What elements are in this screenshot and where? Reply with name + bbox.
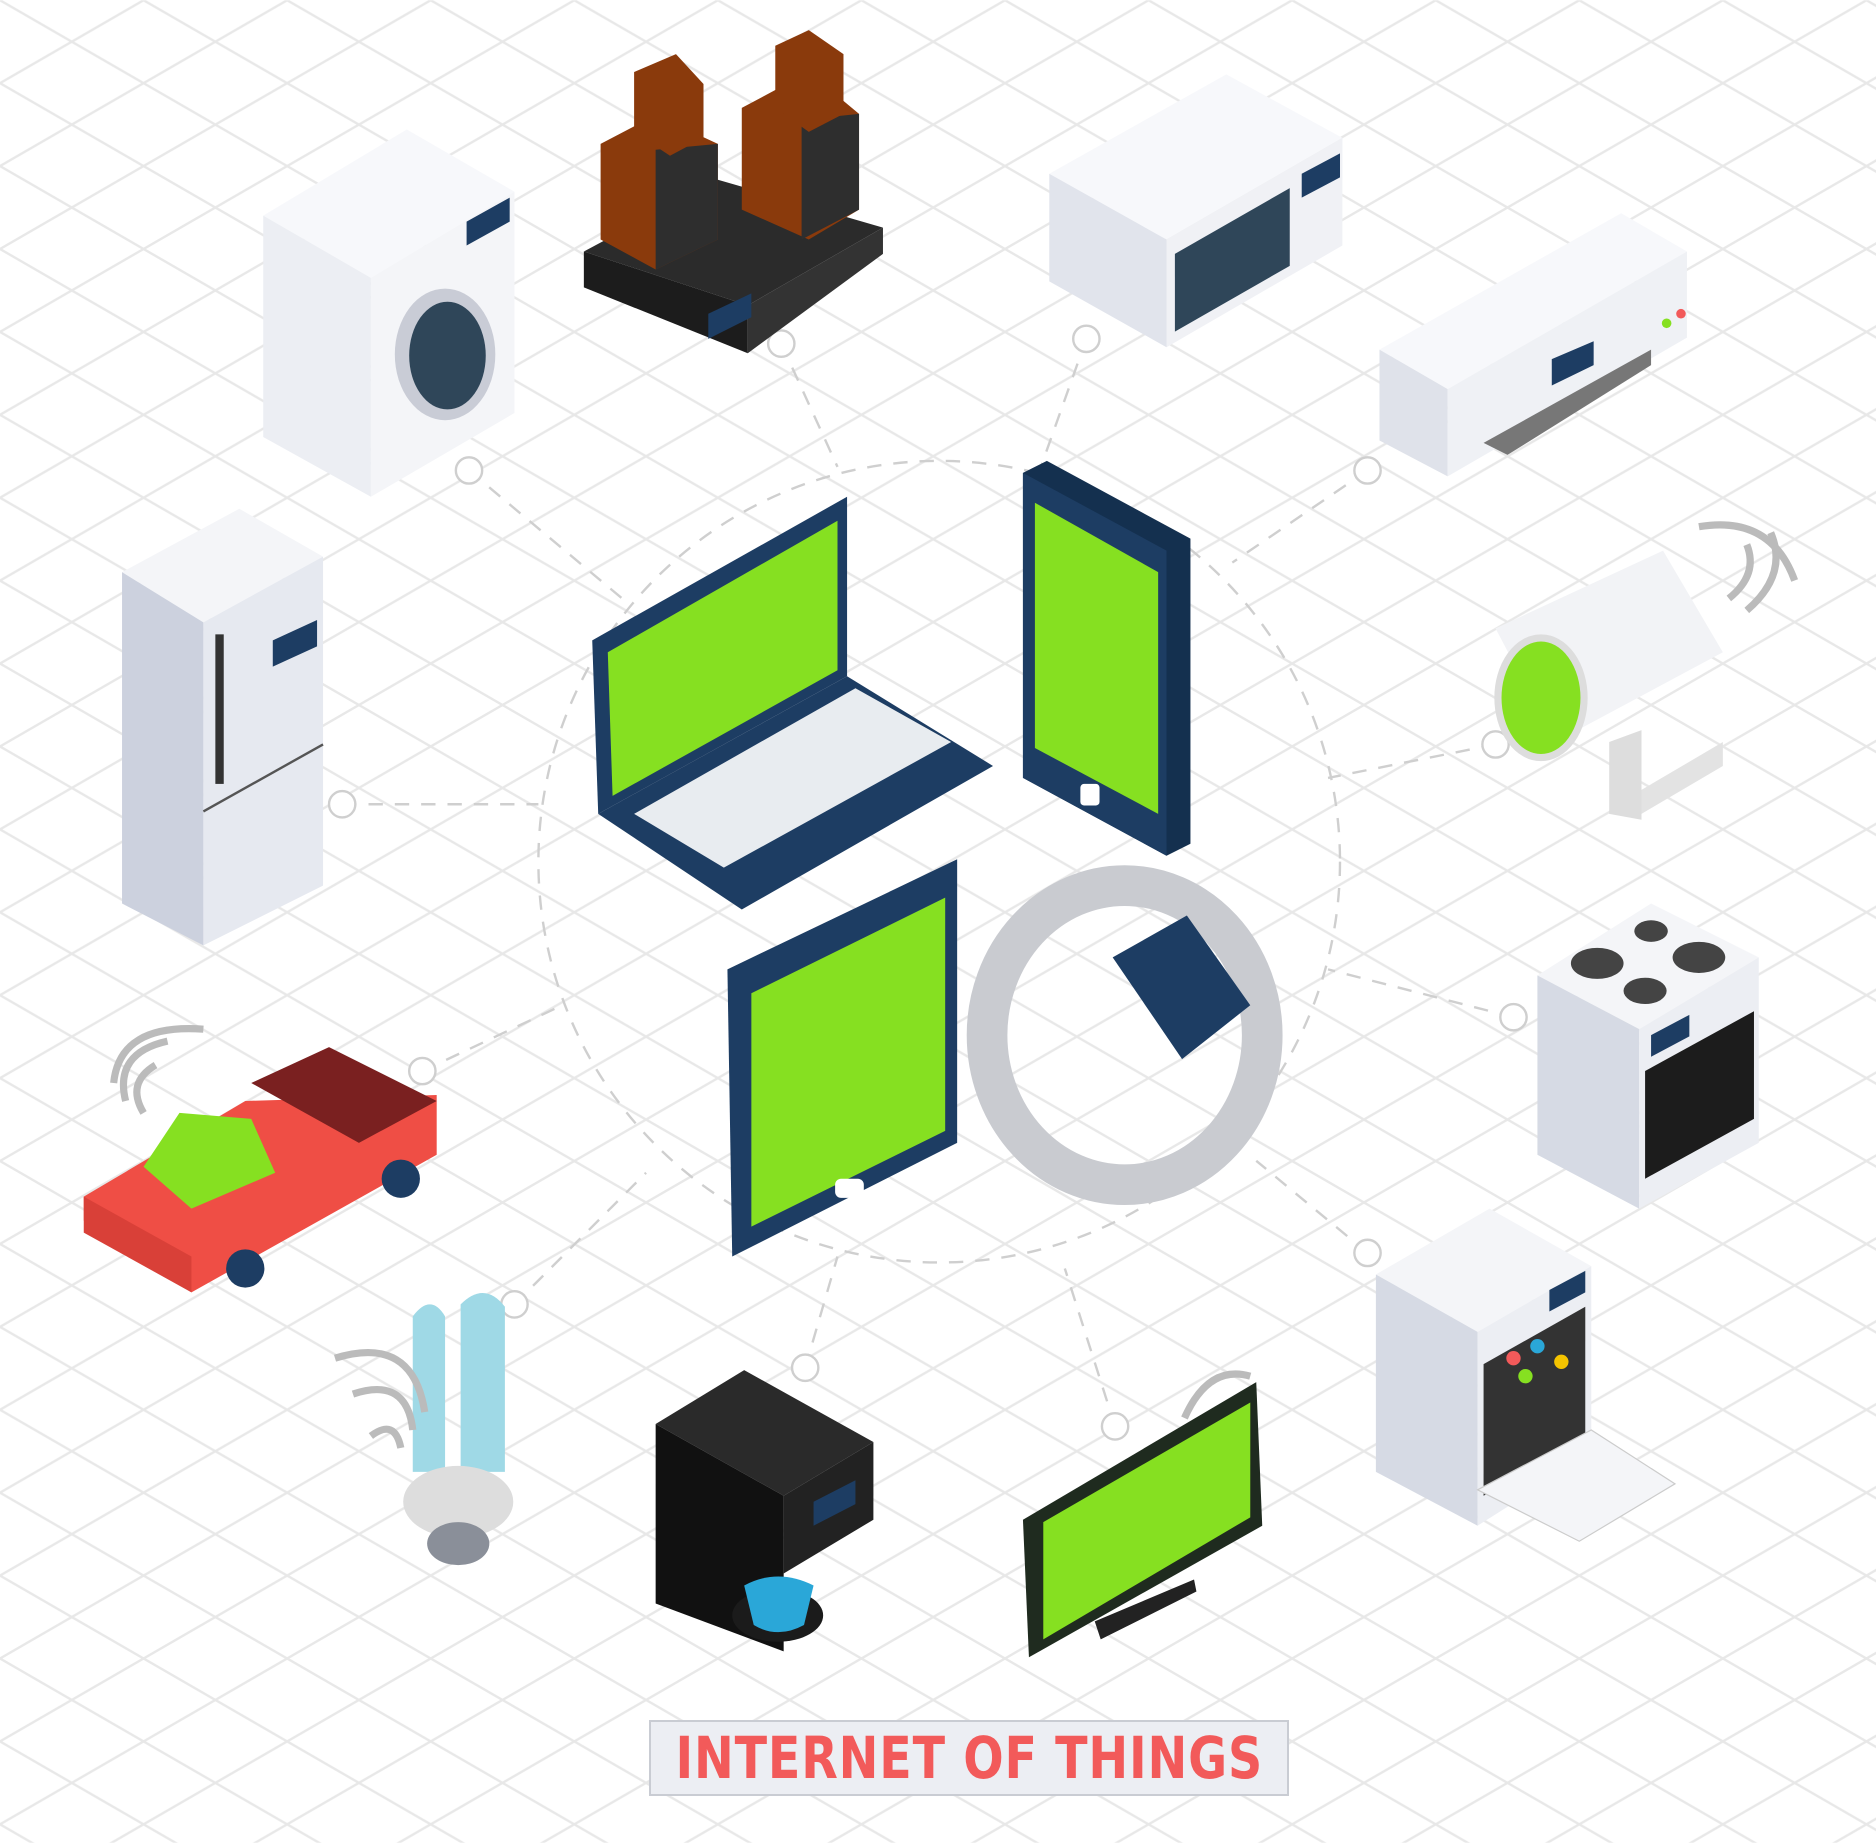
wifi-signal-icon <box>333 1349 429 1449</box>
smartphone-icon <box>1022 460 1191 856</box>
wifi-signal-icon <box>1698 521 1799 614</box>
microwave-icon <box>1049 74 1343 348</box>
wifi-signal-icon <box>110 1025 204 1115</box>
tablet-icon <box>727 859 958 1257</box>
air-conditioner-icon <box>1379 213 1687 477</box>
stove-icon <box>1537 903 1759 1209</box>
wifi-signal-icon <box>1181 1370 1252 1420</box>
security-camera-icon <box>1494 521 1799 820</box>
refrigerator-icon <box>122 508 324 946</box>
title-banner: INTERNET OF THINGS <box>649 1720 1289 1796</box>
washing-machine-icon <box>263 129 515 497</box>
smart-bracelet-icon <box>966 865 1283 1206</box>
dishwasher-icon <box>1375 1208 1677 1542</box>
laptop-icon <box>592 496 994 910</box>
light-bulb-icon <box>333 1292 514 1566</box>
pickup-truck-icon <box>83 1025 437 1293</box>
tv-icon <box>1022 1370 1263 1658</box>
network-connections <box>342 338 1514 1427</box>
page-title: INTERNET OF THINGS <box>675 1724 1263 1792</box>
coffee-maker-icon <box>655 1370 874 1652</box>
speakers-icon <box>583 30 883 354</box>
connection-nodes <box>327 324 1528 1441</box>
